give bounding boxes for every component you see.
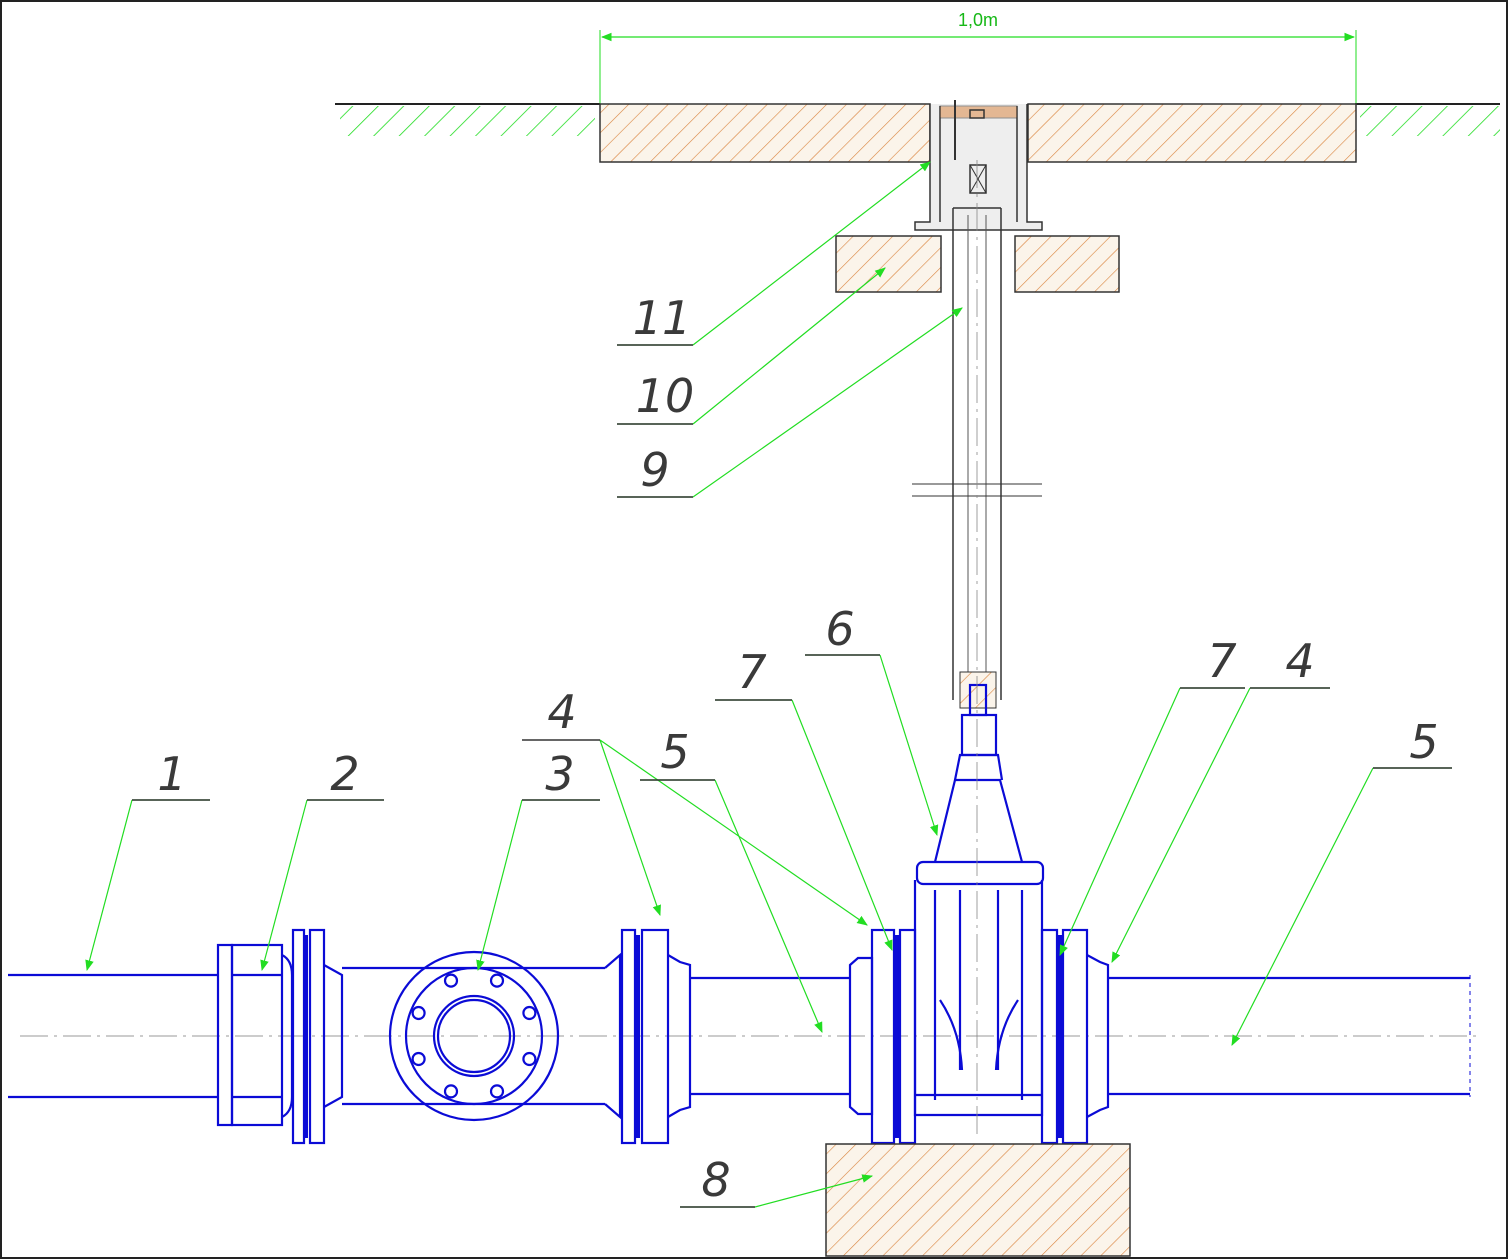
bolt-hole bbox=[489, 973, 505, 988]
label-3: 3 bbox=[545, 747, 574, 801]
bolt-hole bbox=[489, 1084, 505, 1099]
gate-valve bbox=[848, 683, 1110, 1145]
label-6: 6 bbox=[825, 602, 854, 656]
dimension-label: 1,0m bbox=[958, 10, 998, 30]
leader-4b bbox=[1112, 687, 1330, 962]
label-11: 11 bbox=[633, 291, 692, 345]
leader-4a-flange bbox=[599, 739, 661, 917]
leader-7b bbox=[1060, 687, 1245, 955]
label-1: 1 bbox=[157, 747, 186, 801]
support-slab bbox=[835, 235, 1120, 293]
bolt-hole bbox=[522, 1005, 537, 1021]
bolt-hole bbox=[411, 1051, 426, 1067]
label-9: 9 bbox=[640, 443, 669, 497]
position-labels: 1 2 3 4 5 7 6 7 4 5 8 9 10 11 bbox=[157, 291, 1438, 1207]
extension-spindle bbox=[912, 164, 1042, 709]
label-7-left: 7 bbox=[737, 645, 766, 699]
ground-surface bbox=[335, 103, 1500, 136]
flange-adaptor bbox=[216, 928, 326, 1145]
pipe-right bbox=[1108, 975, 1471, 1097]
leader-1 bbox=[87, 799, 210, 970]
bolt-hole bbox=[522, 1051, 537, 1067]
dimension-line: 1,0m bbox=[599, 10, 1357, 104]
leader-3 bbox=[478, 799, 600, 970]
top-concrete-slab bbox=[599, 103, 1357, 163]
label-2: 2 bbox=[330, 747, 359, 801]
label-5-right: 5 bbox=[1409, 715, 1438, 769]
pipe-middle bbox=[690, 976, 850, 1096]
leader-6 bbox=[805, 654, 937, 835]
label-4-left: 4 bbox=[547, 685, 576, 739]
label-8: 8 bbox=[701, 1153, 730, 1207]
label-4-right: 4 bbox=[1285, 634, 1314, 688]
tee-bolt-holes bbox=[411, 973, 537, 1099]
pipe-left bbox=[8, 973, 218, 1099]
bolt-hole bbox=[443, 973, 459, 988]
leader-5b bbox=[1232, 767, 1452, 1045]
leader-7a bbox=[715, 699, 892, 950]
leader-4a-valve bbox=[599, 739, 868, 926]
label-10: 10 bbox=[636, 369, 695, 423]
bolt-hole bbox=[443, 1084, 459, 1099]
valve-support-block bbox=[825, 1143, 1131, 1257]
label-underlines bbox=[132, 344, 1452, 1208]
label-5-left: 5 bbox=[660, 725, 689, 779]
bolt-hole bbox=[411, 1005, 426, 1021]
flange-pair-left bbox=[620, 928, 692, 1145]
label-7-right: 7 bbox=[1207, 634, 1236, 688]
